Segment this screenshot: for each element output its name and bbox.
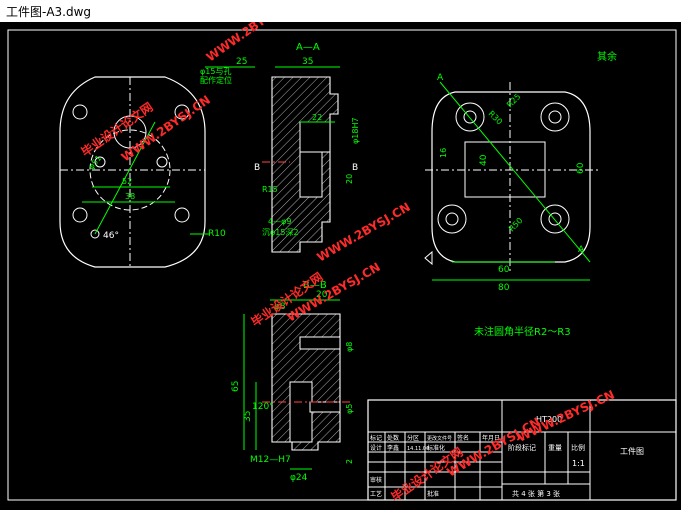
dim-60-label: 60	[498, 265, 510, 275]
tb-cell-13: 审核	[370, 476, 382, 484]
title-block: HT200 工件图 1:1 共 4 张 第 3 张 标记 处数 分区 更改文件号…	[367, 399, 677, 501]
section-b-b: B—B 20 φ8 65 35 120° M12—H7 φ24 φ8 φ5 2	[231, 280, 354, 483]
part-name-label: 工件图	[620, 446, 644, 456]
tb-cell-3: 更改文件号	[427, 435, 452, 442]
tb-cell-12: 比例	[571, 443, 585, 452]
dim-counterbore-label: 沉φ15深2	[262, 228, 299, 237]
dim-35b-label: 35	[243, 411, 253, 422]
window-title: 工件图-A3.dwg	[6, 5, 92, 19]
dim-r10-label: R10	[208, 229, 226, 239]
dim-phi8-label: φ8	[274, 302, 286, 312]
dim-52-label: 52	[122, 177, 132, 186]
dim-22-label: 22	[312, 113, 322, 122]
dim-phi8b-label: φ8	[345, 342, 354, 352]
dim-phi15b-label: 配作定位	[200, 75, 232, 85]
dim-phi18h7-label: φ18H7	[351, 117, 360, 144]
tb-cell-5: 年月日	[482, 434, 500, 442]
section-aa-title: A—A	[296, 42, 320, 53]
watermarks: 毕业设计论文网 WWW.2BYSJ.CN WWW.2BYSJ.CN 毕业设计论文…	[78, 0, 617, 504]
dim-40-label: 40	[479, 154, 489, 166]
sheet-info-label: 共 4 张 第 3 张	[512, 489, 560, 498]
tb-cell-1: 处数	[387, 434, 399, 442]
right-view: 其余 60 80 60 40 16 R30 R25 R50 A A	[424, 50, 617, 293]
tb-cell-8: 14.11.06	[407, 446, 429, 452]
watermark-url-6: WWW.2BYSJ.CN	[515, 388, 616, 445]
tb-cell-11: 重量	[548, 444, 562, 452]
top-view: 25 φ15与孔 配作定位 52 38 46° R10 φ51	[59, 57, 255, 268]
dim-2-label: 2	[345, 459, 354, 464]
dim-120-label: 120°	[252, 402, 274, 412]
dim-phi24-label: φ24	[290, 473, 308, 483]
dim-phi5-label: φ5	[345, 404, 354, 414]
dim-r50-label: R50	[507, 216, 525, 234]
dim-r25-label: R25	[505, 92, 523, 110]
roughness-note: 其余	[597, 50, 617, 63]
tb-cell-4: 签名	[457, 434, 469, 442]
section-a-a: A—A 35 22 φ18H7 20 R15 4—φ9 沉φ15深2 B B	[254, 42, 360, 253]
dim-m12-label: M12—H7	[250, 455, 291, 465]
dim-20-label: 20	[345, 174, 354, 184]
dim-20b-label: 20	[316, 290, 328, 300]
tb-cell-10: 阶段标记	[508, 443, 536, 452]
dim-r15-label: R15	[262, 185, 278, 194]
tb-cell-15: 批准	[427, 490, 439, 498]
section-bb-title: B—B	[303, 280, 327, 291]
tb-cell-14: 工艺	[370, 490, 382, 498]
dim-phi15-label: φ15与孔	[200, 67, 231, 76]
cad-drawing: 25 φ15与孔 配作定位 52 38 46° R10 φ51 A—A 35 2…	[7, 0, 677, 504]
watermark-url-2: WWW.2BYSJ.CN	[204, 22, 298, 64]
a-label-top: A	[437, 73, 444, 83]
dim-38-label: 38	[125, 192, 135, 201]
dim-46deg-label: 46°	[103, 231, 119, 241]
dim-60b-label: 60	[576, 162, 586, 174]
dim-r30-label: R30	[487, 109, 505, 127]
window-title-bar: 工件图-A3.dwg	[0, 0, 681, 23]
dim-4phi9-label: 4—φ9	[268, 217, 291, 226]
dim-65-label: 65	[231, 381, 241, 392]
a-label-bottom: A	[578, 245, 585, 255]
scale-label: 1:1	[572, 459, 585, 468]
tb-cell-0: 标记	[370, 434, 382, 442]
b-label-right: B	[352, 163, 358, 173]
tb-cell-9: 标准化	[427, 444, 445, 452]
tb-cell-2: 分区	[407, 434, 419, 442]
watermark-url-1: WWW.2BYSJ.CN	[119, 93, 213, 165]
b-label-left: B	[254, 163, 260, 173]
dim-25-label: 25	[236, 57, 247, 67]
material-label: HT200	[536, 415, 562, 424]
tb-cell-7: 李鑫	[387, 444, 399, 452]
dim-80-label: 80	[498, 283, 510, 293]
dim-35-label: 35	[302, 57, 313, 67]
sheet-border	[7, 29, 677, 501]
general-note: 未注圆角半径R2～R3	[474, 325, 571, 338]
dim-16-label: 16	[439, 148, 448, 158]
tb-cell-6: 设计	[370, 444, 382, 452]
